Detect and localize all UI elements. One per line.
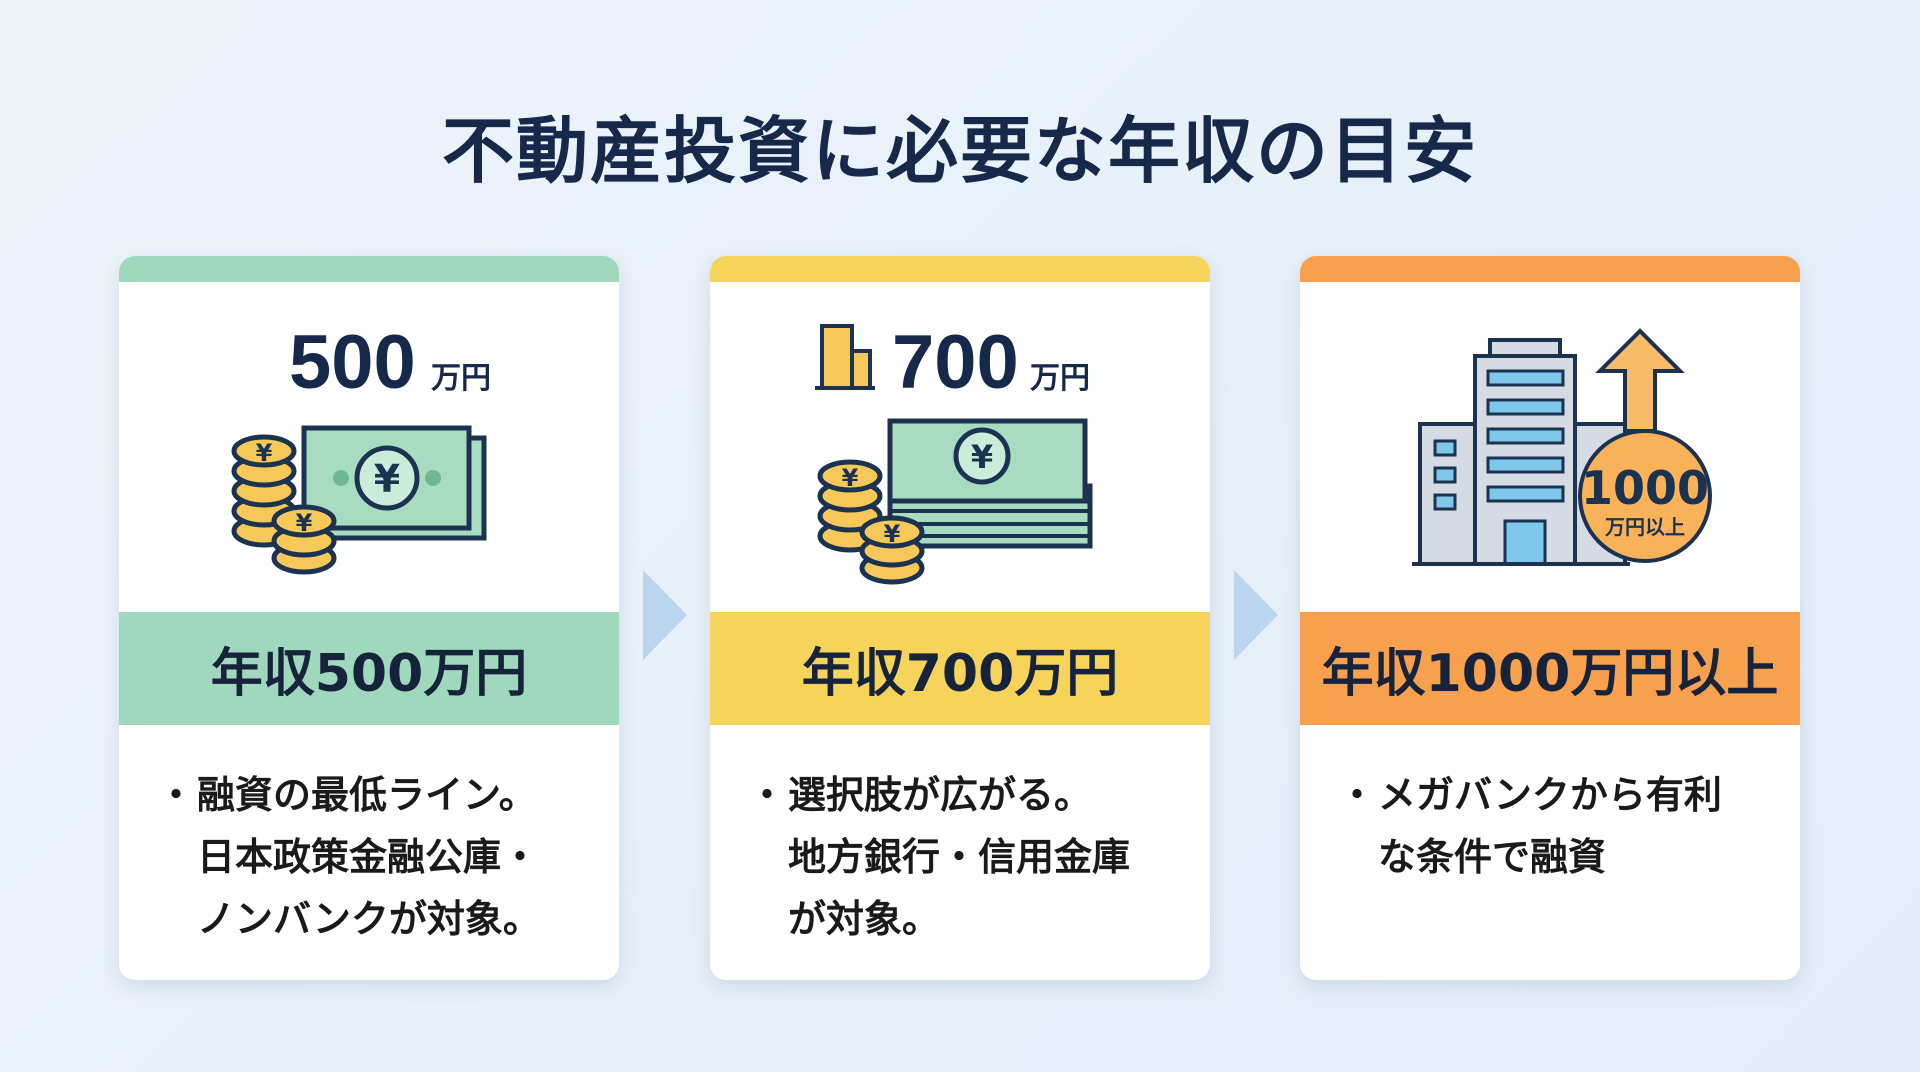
description: ・メガバンクから有利 な条件で融資	[1338, 764, 1780, 888]
card-header-bar	[119, 256, 619, 282]
amount-unit: 万円	[431, 361, 491, 396]
svg-text:¥: ¥	[884, 520, 901, 548]
badge-unit: 万円以上	[1604, 515, 1685, 539]
amount-unit: 万円	[1030, 361, 1090, 396]
building-arrow-up-icon: 1000 万円以上	[1412, 328, 1712, 566]
income-label: 年収500万円	[119, 612, 619, 725]
chevron-right-icon	[1234, 570, 1278, 660]
card-500: 500 万円 ¥ ¥ ¥ 年収500万円 ・融資の最低ライン。 日本政策金融公庫…	[119, 256, 619, 980]
svg-text:¥: ¥	[296, 509, 313, 537]
svg-text:¥: ¥	[374, 457, 400, 501]
bullet: ・	[748, 773, 787, 817]
amount-number: 700	[892, 320, 1019, 405]
income-label: 年収700万円	[710, 612, 1210, 725]
card-1000: 1000 万円以上 年収1000万円以上 ・メガバンクから有利 な条件で融資	[1300, 256, 1800, 980]
card-header-bar	[710, 256, 1210, 282]
amount-number: 500	[289, 320, 416, 405]
badge-number: 1000	[1581, 461, 1709, 515]
building-cash-coins-icon: 700 万円 ¥ ¥ ¥	[815, 320, 1093, 585]
page-title: 不動産投資に必要な年収の目安	[441, 109, 1478, 193]
description-text: 融資の最低ライン。 日本政策金融公庫・ ノンバンクが対象。	[197, 773, 541, 941]
card-header-bar	[1300, 256, 1800, 282]
description-text: メガバンクから有利 な条件で融資	[1378, 773, 1722, 879]
svg-text:¥: ¥	[971, 438, 993, 476]
description-text: 選択肢が広がる。 地方銀行・信用金庫 が対象。	[788, 773, 1131, 941]
bullet: ・	[157, 773, 196, 817]
svg-text:¥: ¥	[256, 439, 273, 467]
chevron-right-icon	[643, 570, 687, 660]
svg-text:¥: ¥	[842, 464, 859, 492]
income-label: 年収1000万円以上	[1300, 612, 1800, 725]
description: ・融資の最低ライン。 日本政策金融公庫・ ノンバンクが対象。	[157, 764, 599, 950]
card-700: 700 万円 ¥ ¥ ¥ 年収700万円 ・選択肢が広がる。 地方銀行・信用金庫…	[710, 256, 1210, 980]
bullet: ・	[1338, 773, 1377, 817]
yen-cash-coins-icon: 500 万円 ¥ ¥ ¥	[231, 320, 491, 575]
description: ・選択肢が広がる。 地方銀行・信用金庫 が対象。	[748, 764, 1190, 950]
